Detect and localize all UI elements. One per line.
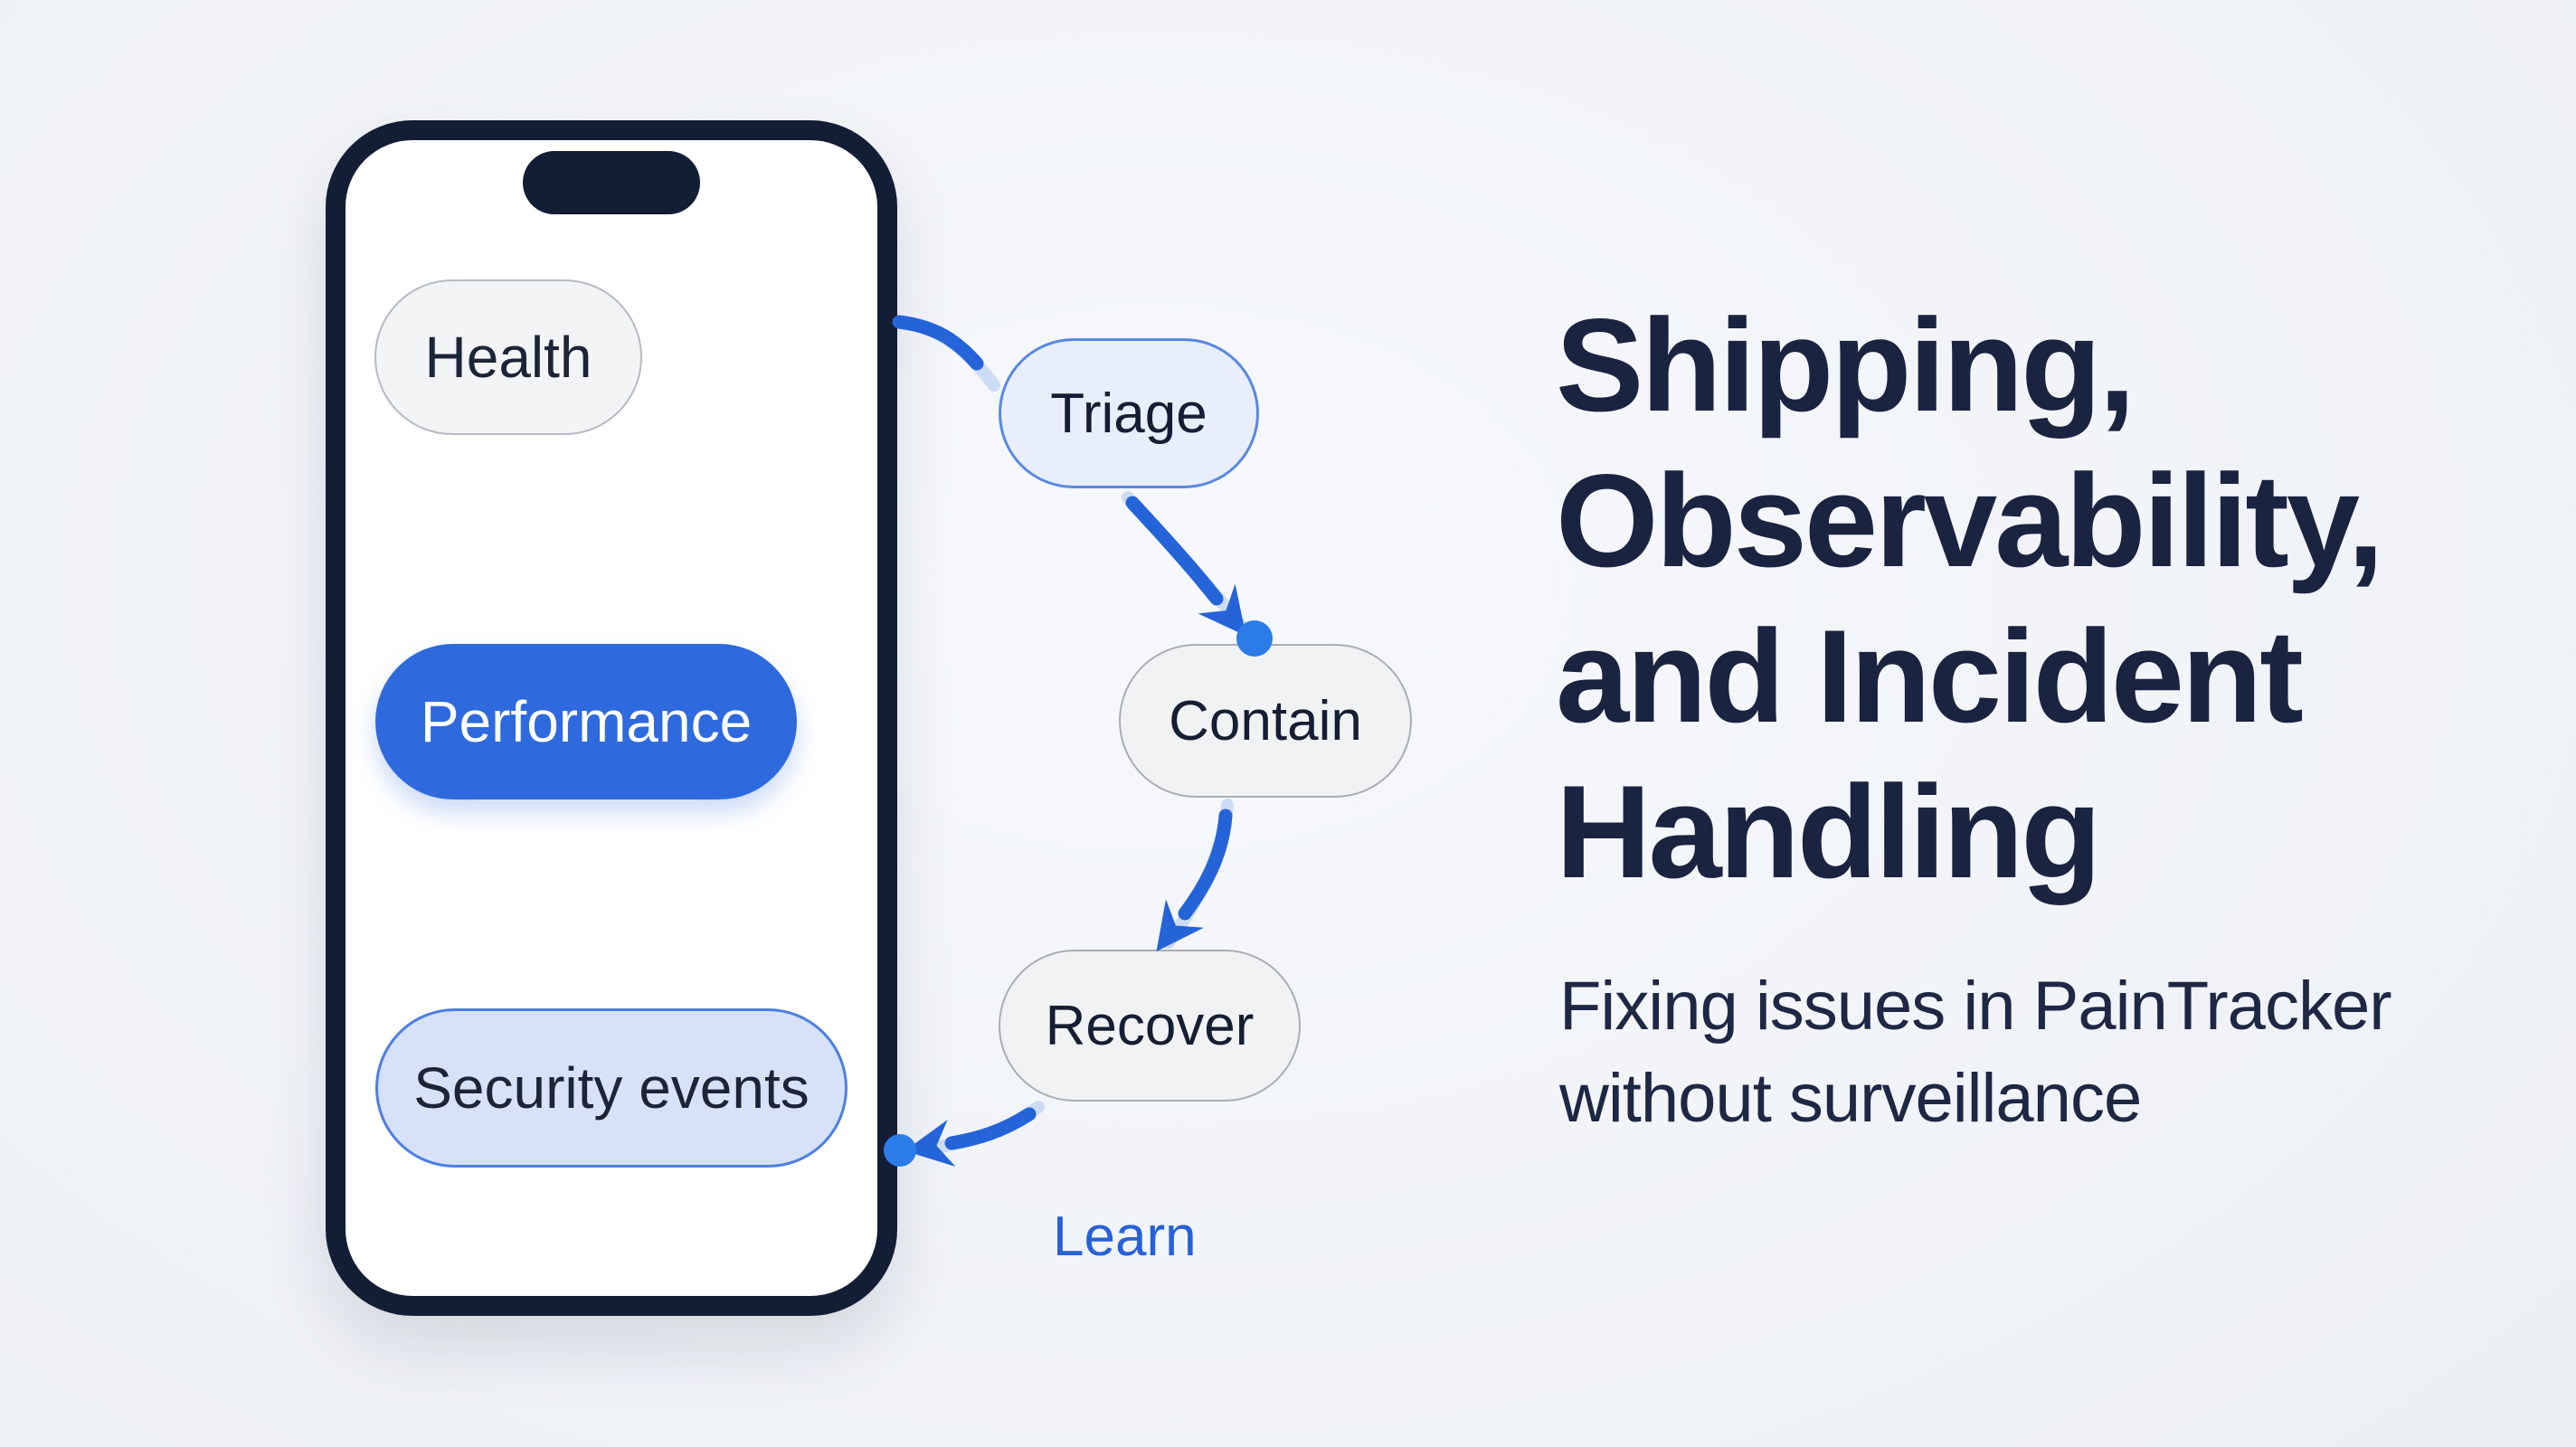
arrow-phone-to-triage (892, 315, 984, 371)
connector-triage-to-contain-underlay (1122, 491, 1249, 634)
phone-notch (523, 151, 700, 214)
slide-title: Shipping, Observability, and Incident Ha… (1556, 288, 2533, 910)
slide-subtitle-line-2: without surveillance (1559, 1060, 2142, 1137)
slide-title-line-2: Observability, (1556, 447, 2384, 594)
flow-label-learn: Learn (1053, 1206, 1197, 1268)
connector-recover-to-phone-underlay (922, 1101, 1045, 1155)
flow-node-triage: Triage (999, 338, 1259, 488)
slide-subtitle: Fixing issues in PainTracker without sur… (1559, 960, 2518, 1145)
slide-title-line-4: Handling (1556, 758, 2102, 905)
phone-button-security-events-label: Security events (413, 1055, 810, 1121)
flow-node-recover-label: Recover (1045, 994, 1255, 1057)
flow-node-contain-label: Contain (1169, 689, 1362, 752)
phone-mockup: Health Performance Security events (326, 120, 897, 1316)
flow-node-contain: Contain (1119, 644, 1412, 798)
slide-title-line-1: Shipping, (1556, 291, 2136, 439)
connector-contain-to-recover-underlay (1162, 799, 1234, 949)
phone-button-health-label: Health (424, 325, 592, 390)
connector-phone-to-triage-underlay (893, 316, 1000, 392)
slide-title-line-3: and Incident (1556, 602, 2304, 750)
flow-node-recover: Recover (999, 950, 1301, 1102)
arrow-triage-to-contain (1125, 496, 1246, 637)
arrow-contain-to-recover (1156, 809, 1233, 952)
slide-subtitle-line-1: Fixing issues in PainTracker (1559, 968, 2392, 1045)
phone-button-security-events[interactable]: Security events (375, 1008, 848, 1168)
flow-node-triage-label: Triage (1050, 382, 1208, 445)
phone-button-performance[interactable]: Performance (375, 644, 797, 799)
arrow-recover-to-phone (904, 1107, 1037, 1167)
phone-button-health[interactable]: Health (374, 279, 642, 435)
phone-button-performance-label: Performance (420, 689, 753, 754)
